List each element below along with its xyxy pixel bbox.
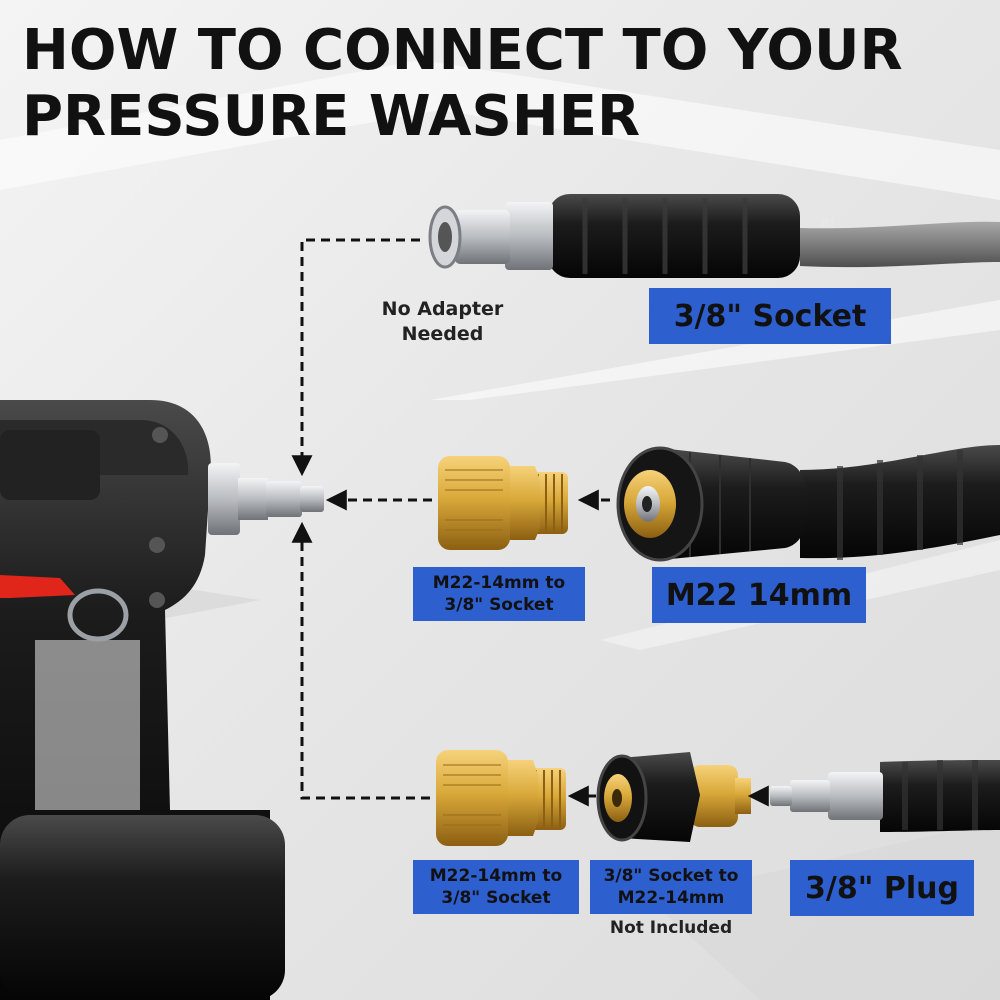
- pressure-washer-gun-icon: [0, 400, 285, 1000]
- adapter-label-row3: M22-14mm to 3/8" Socket: [413, 860, 579, 914]
- brass-adapter-icon: [438, 456, 568, 550]
- quick-connect-plug-icon: [266, 481, 324, 517]
- adapter-label-row3-line1: M22-14mm to: [429, 866, 563, 886]
- adapter-label-row3-line2: 3/8" Socket: [441, 888, 551, 908]
- plug-label: 3/8" Plug: [790, 860, 974, 916]
- coupler-label-line2: M22-14mm: [617, 888, 725, 908]
- no-adapter-line-2: Needed: [401, 323, 484, 345]
- title-line-2: PRESSURE WASHER: [22, 84, 641, 149]
- arrow-row3: [291, 521, 430, 800]
- brass-adapter-icon-row3: [436, 750, 566, 846]
- m22-coupler-icon: [596, 752, 751, 842]
- socket-label: 3/8" Socket: [649, 288, 891, 344]
- coupler-label-row3: 3/8" Socket to M22-14mm: [590, 860, 752, 914]
- adapter-label-row2-line2: 3/8" Socket: [444, 595, 554, 615]
- page-title: HOW TO CONNECT TO YOUR PRESSURE WASHER: [22, 18, 903, 150]
- m22-label: M22 14mm: [652, 567, 866, 623]
- coupler-label-line1: 3/8" Socket to: [603, 866, 739, 886]
- no-adapter-note: No Adapter Needed: [360, 297, 525, 347]
- gray-hose-socket-icon: [428, 194, 1000, 278]
- hose-brand-text: RI: [820, 217, 835, 232]
- m22-hose-icon: [616, 445, 1000, 562]
- arrow-row1: [291, 238, 420, 477]
- no-adapter-line-1: No Adapter: [381, 298, 504, 320]
- title-line-1: HOW TO CONNECT TO YOUR: [22, 18, 903, 83]
- plug-hose-icon: [770, 760, 1000, 832]
- connection-arrows: [291, 238, 769, 807]
- adapter-label-row2-line1: M22-14mm to: [432, 573, 566, 593]
- adapter-label-row2: M22-14mm to 3/8" Socket: [413, 567, 585, 621]
- not-included-note: Not Included: [609, 918, 733, 938]
